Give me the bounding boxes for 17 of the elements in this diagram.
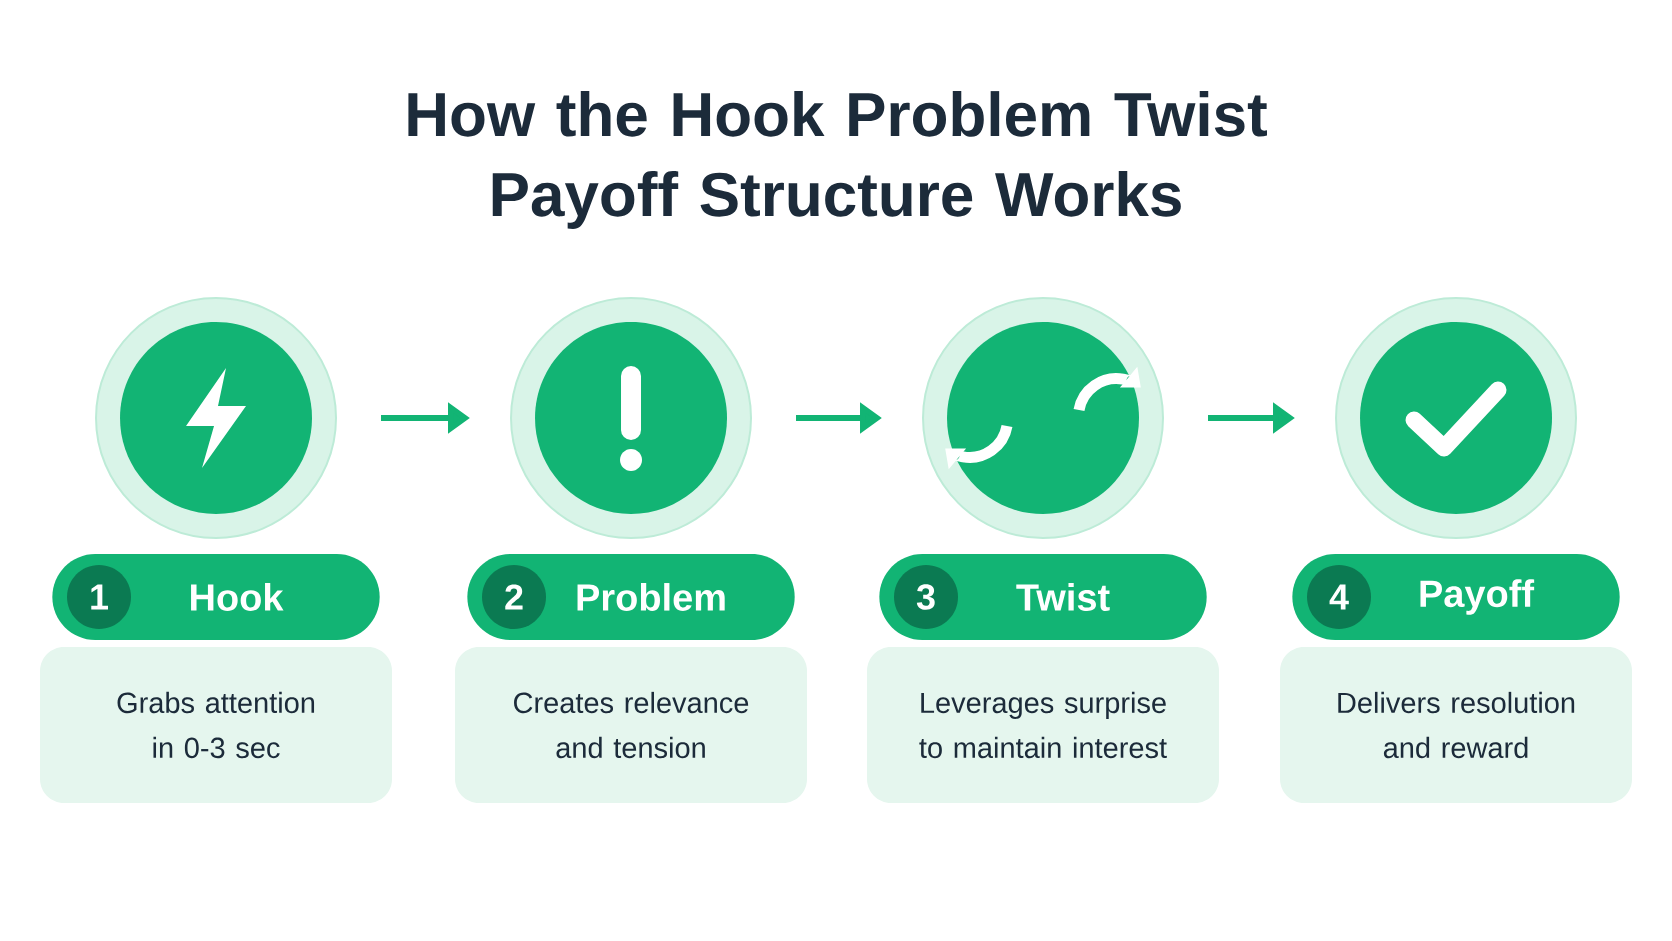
number-badge: 2	[482, 565, 546, 629]
number-badge: 1	[67, 565, 131, 629]
description-card: Grabs attention in 0-3 sec	[40, 647, 392, 803]
description-card: Creates relevance and tension	[455, 647, 807, 803]
description-card: Leverages surprise to maintain interest	[867, 647, 1219, 803]
number-badge: 3	[894, 565, 958, 629]
step-name: Hook	[191, 583, 284, 611]
step-name: Payoff	[1420, 579, 1535, 615]
title: How the Hook Problem Twist Payoff Structure Works	[408, 91, 1267, 229]
icon-circle	[510, 297, 752, 539]
number-badge: 4	[1307, 565, 1371, 629]
step-name: Twist	[1016, 583, 1110, 611]
icon-circle	[922, 297, 1164, 539]
description-card: Delivers resolution and reward	[1280, 647, 1632, 803]
step-name: Problem	[577, 583, 725, 611]
icon-circle	[95, 297, 337, 539]
icon-circle	[1335, 297, 1577, 539]
